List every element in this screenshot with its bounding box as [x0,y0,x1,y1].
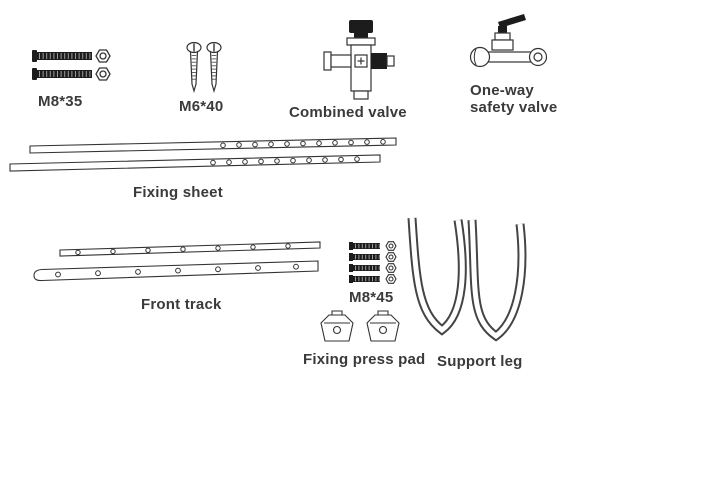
bolt-icon [32,68,92,80]
front-track-icon [33,241,321,282]
fixing-sheet-icon [9,137,397,172]
hex-nut-icon [95,67,111,81]
m8x35-bolts-icon [32,49,111,81]
fixing-press-pad-icon [320,310,400,342]
support-leg-tube-icon [407,217,467,336]
combined-valve-icon [323,20,395,100]
label-one-way-line2: safety valve [470,99,558,116]
bolt-icon [349,274,397,284]
bolt-icon [349,241,397,251]
label-m8x45: M8*45 [349,289,394,306]
label-fixing-sheet: Fixing sheet [133,184,223,201]
front-track-rail-icon [59,241,321,257]
press-pad-clip-icon [366,310,400,342]
label-m8x35: M8*35 [38,93,83,110]
fixing-sheet-strip-icon [9,154,381,172]
one-way-safety-valve-icon [469,14,548,68]
support-leg-tube-icon [467,219,527,342]
press-pad-clip-icon [320,310,354,342]
label-fixing-press-pad: Fixing press pad [303,351,426,368]
front-track-rail-icon [33,260,319,282]
m8x45-bolts-icon [349,241,397,284]
bolt-icon [32,50,92,62]
hex-nut-icon [95,49,111,63]
label-combined-valve: Combined valve [289,104,407,121]
bolt-icon [349,252,397,262]
bolt-icon [349,263,397,273]
m6x40-screws-icon [186,42,222,94]
label-one-way-line1: One-way [470,82,534,99]
label-one-way-safety-valve: One-way safety valve [470,82,557,116]
screw-icon [186,42,202,94]
label-support-leg: Support leg [437,353,523,370]
label-front-track: Front track [141,296,222,313]
fixing-sheet-strip-icon [29,137,397,154]
support-leg-icon [407,217,527,342]
screw-icon [206,42,222,94]
label-m6x40: M6*40 [179,98,224,115]
